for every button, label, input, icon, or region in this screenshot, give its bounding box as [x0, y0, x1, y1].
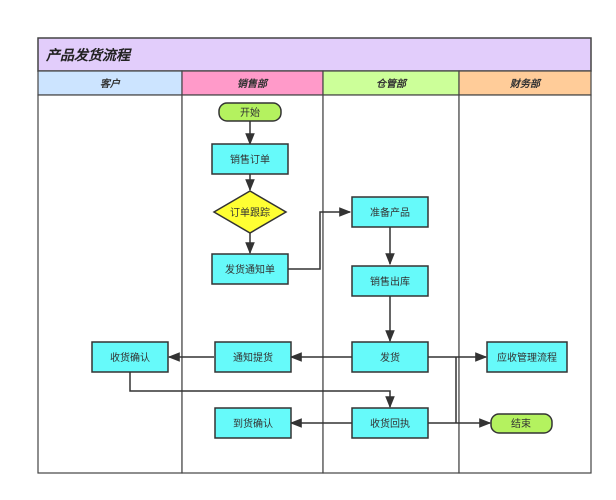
- node-receipt-confirm[interactable]: 收货确认: [91, 341, 169, 373]
- edge-receipt-confirm-to-receipt-return: [129, 372, 395, 409]
- lane-label-warehouse: 仓管部: [376, 78, 408, 90]
- node-arrival-confirm[interactable]: 到货确认: [214, 407, 292, 439]
- lane-label-customer: 客户: [100, 78, 121, 90]
- node-prepare[interactable]: 准备产品: [351, 196, 429, 228]
- node-ship-label: 发货: [380, 351, 400, 364]
- node-sales-order-label: 销售订单: [230, 153, 270, 166]
- node-outbound-label: 销售出库: [370, 275, 410, 288]
- lane-headers: 客户 销售部 仓管部 财务部: [37, 70, 592, 96]
- edge-ship-notice-to-prepare: [288, 207, 352, 270]
- node-start-label: 开始: [240, 106, 260, 119]
- lane-label-finance: 财务部: [509, 78, 542, 90]
- connectors: [129, 121, 490, 423]
- lane-body-customer: [37, 94, 183, 474]
- lane-body-finance: [458, 94, 592, 474]
- title-bar: [37, 37, 592, 72]
- node-end[interactable]: 结束: [490, 413, 553, 434]
- node-sales-order[interactable]: 销售订单: [211, 143, 289, 175]
- node-notify-pickup-label: 通知提货: [233, 351, 273, 364]
- lane-label-sales: 销售部: [237, 78, 269, 90]
- node-ship[interactable]: 发货: [351, 341, 429, 373]
- node-ar-process[interactable]: 应收管理流程: [486, 341, 568, 373]
- node-receipt-return-label: 收货回执: [370, 417, 410, 430]
- node-order-track-label: 订单跟踪: [230, 206, 270, 219]
- node-arrival-confirm-label: 到货确认: [233, 417, 273, 430]
- node-start[interactable]: 开始: [218, 102, 282, 122]
- node-outbound[interactable]: 销售出库: [351, 265, 429, 297]
- node-order-track[interactable]: 订单跟踪: [212, 190, 288, 234]
- lane-header-customer: [37, 70, 183, 96]
- node-ship-notice-label: 发货通知单: [225, 263, 275, 276]
- node-ar-process-label: 应收管理流程: [497, 351, 557, 364]
- node-receipt-confirm-label: 收货确认: [110, 351, 150, 364]
- node-notify-pickup[interactable]: 通知提货: [214, 341, 292, 373]
- node-prepare-label: 准备产品: [370, 206, 410, 219]
- lane-bodies: [37, 94, 592, 474]
- diagram-title: 产品发货流程: [45, 47, 132, 64]
- edge-receipt-return-to-end: [428, 357, 490, 423]
- node-receipt-return[interactable]: 收货回执: [351, 407, 429, 439]
- node-end-label: 结束: [511, 417, 531, 430]
- node-ship-notice[interactable]: 发货通知单: [211, 253, 289, 285]
